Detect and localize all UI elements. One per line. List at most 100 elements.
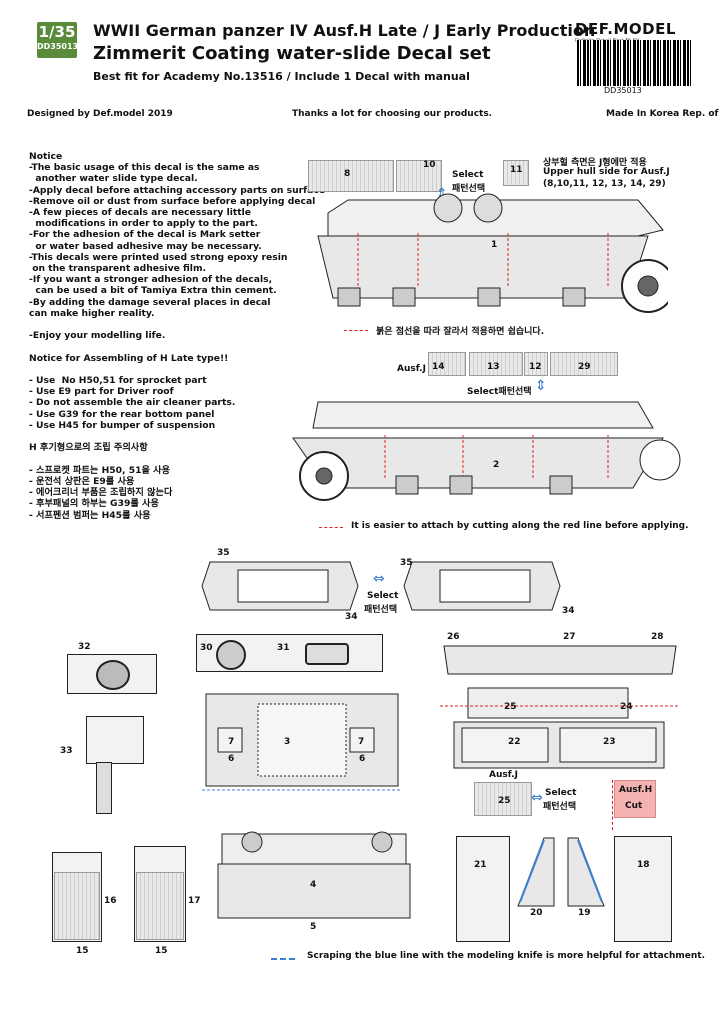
notice-line: - Do not assemble the air cleaner parts.: [29, 397, 236, 409]
swap-arrow-icon: ⇔: [373, 571, 385, 587]
decal-label-5: 5: [310, 922, 317, 932]
notice-line: - 운전석 상판은 E9를 사용: [29, 475, 135, 487]
notice-line: -By adding the damage several places in …: [29, 296, 271, 308]
brand-name: DEF.MODEL: [575, 20, 676, 38]
select-label-ko: 패턴선택: [452, 184, 486, 194]
barcode: [577, 40, 692, 86]
decal-label-16: 16: [104, 896, 117, 906]
decal-label-13: 13: [487, 362, 500, 372]
notice-line: - Use G39 for the rear bottom panel: [29, 408, 215, 420]
notice-line: on the transparent adhesive film.: [29, 263, 207, 275]
fender-select-ko: 패턴선택: [364, 605, 398, 615]
fender-decal-left: [201, 561, 359, 611]
decal-label-6b: 6: [359, 754, 366, 764]
gusset-19: [567, 837, 605, 907]
decal-label-10: 10: [423, 160, 436, 170]
hatch-part-33: [86, 716, 144, 764]
select-label: Select: [452, 170, 484, 180]
decal-label-11: 11: [510, 165, 523, 175]
gusset-20: [517, 837, 555, 907]
product-title-line1: WWII German panzer IV Ausf.H Late / J Ea…: [93, 21, 596, 40]
scale-label: 1/35: [38, 23, 76, 41]
decal-25-ausf-j: [474, 782, 532, 816]
notice-line: modifications in order to apply to the p…: [29, 218, 258, 230]
engine-deck-drawing: [202, 693, 402, 791]
decal-label-34b: 34: [562, 606, 575, 616]
decal-label-32: 32: [78, 642, 91, 652]
hatch-part-32-detail: [96, 660, 130, 690]
decal-label-12: 12: [529, 362, 542, 372]
decal-label-2: 2: [493, 460, 500, 470]
decal-29: [550, 352, 618, 376]
product-subtitle: Best fit for Academy No.13516 / Include …: [93, 70, 470, 83]
rear-select: Select: [545, 788, 577, 798]
decal-label-27: 27: [563, 632, 576, 642]
decal-label-8: 8: [344, 169, 351, 179]
decal-8: [308, 160, 394, 192]
ausf-j-note-ko: 상부헐 측면은 J형에만 적용: [543, 158, 647, 168]
swap-arrow-icon: ⇕: [535, 378, 547, 394]
decal-label-7a: 7: [228, 737, 235, 747]
decal-label-14: 14: [432, 362, 445, 372]
red-line-note-en: It is easier to attach by cutting along …: [351, 521, 689, 531]
rear-select-ko: 패턴선택: [543, 802, 577, 812]
decal-label-31: 31: [277, 643, 290, 653]
rear-ausf-j: Ausf.J: [489, 770, 518, 780]
decal-label-23: 23: [603, 737, 616, 747]
notice-line: - Use H45 for bumper of suspension: [29, 419, 216, 431]
notice-line: -Remove oil or dust from surface before …: [29, 195, 316, 207]
red-line-key-1: [344, 330, 368, 331]
rear-plate-drawing: [440, 645, 680, 769]
side-plate-21: [456, 836, 510, 942]
decal-label-15a: 15: [76, 946, 89, 956]
decal-label-21: 21: [474, 860, 487, 870]
hatch-arm-33: [96, 762, 112, 814]
decal-14: [428, 352, 466, 376]
notice-line: [29, 341, 294, 352]
cut-line: [612, 780, 613, 830]
hatch-slot: [305, 643, 349, 665]
notice-line: or water based adhesive may be necessary…: [29, 240, 262, 252]
notice-line: -The basic usage of this decal is the sa…: [29, 162, 260, 174]
notice-line: - Use E9 part for Driver roof: [29, 386, 174, 398]
blue-line-key: [271, 958, 295, 960]
decal-label-33: 33: [60, 746, 73, 756]
decal-label-1: 1: [491, 240, 498, 250]
decal-label-28: 28: [651, 632, 664, 642]
decal-label-19: 19: [578, 908, 591, 918]
red-line-note-ko: 붉은 점선을 따라 잘라서 적용하면 쉽습니다.: [376, 327, 545, 337]
decal-10: [396, 160, 442, 192]
decal-label-3: 3: [284, 737, 291, 747]
notice-line: - 후부패널의 하부는 G39를 사용: [29, 498, 159, 510]
ausf-j-label: Ausf.J: [397, 364, 426, 374]
notice-line: - 서프펜션 범퍼는 H45를 사용: [29, 509, 151, 521]
blue-line-note: Scraping the blue line with the modeling…: [307, 951, 706, 961]
notice-line: can make higher reality.: [29, 307, 155, 319]
notice-line: [29, 364, 294, 375]
decal-label-29: 29: [578, 362, 591, 372]
notice-line: - 에어크리너 부품은 조립하지 않는다: [29, 487, 173, 499]
ausf-j-note-en: Upper hull side for Ausf.J: [543, 167, 670, 177]
middle-select: Select패턴선택: [467, 387, 532, 397]
notice-line: Notice: [29, 151, 63, 162]
decal-12: [524, 352, 548, 376]
notice-line: -Apply decal before attaching accessory …: [29, 184, 326, 196]
notice-line: -A few pieces of decals are necessary li…: [29, 207, 252, 219]
decal-label-20: 20: [530, 908, 543, 918]
decal-label-7b: 7: [358, 737, 365, 747]
decal-label-35a: 35: [217, 548, 230, 558]
swap-arrow-icon: ⇕: [436, 186, 448, 202]
decal-label-17: 17: [188, 896, 201, 906]
notice-line: [29, 431, 294, 442]
ausf-h-cut-box: [614, 780, 656, 818]
decal-13: [469, 352, 523, 376]
product-title-line2: Zimmerit Coating water-slide Decal set: [93, 43, 491, 64]
decal-11: [503, 160, 529, 186]
decal-label-18: 18: [637, 860, 650, 870]
notice-line: - Use No H50,51 for sprocket part: [29, 375, 207, 387]
notice-line: can be used a bit of Tamiya Extra thin c…: [29, 285, 277, 297]
notice-line: [29, 319, 294, 330]
notice-line: -Enjoy your modelling life.: [29, 330, 166, 342]
notice-line: [29, 453, 294, 464]
notice-line: another water slide type decal.: [29, 173, 198, 185]
